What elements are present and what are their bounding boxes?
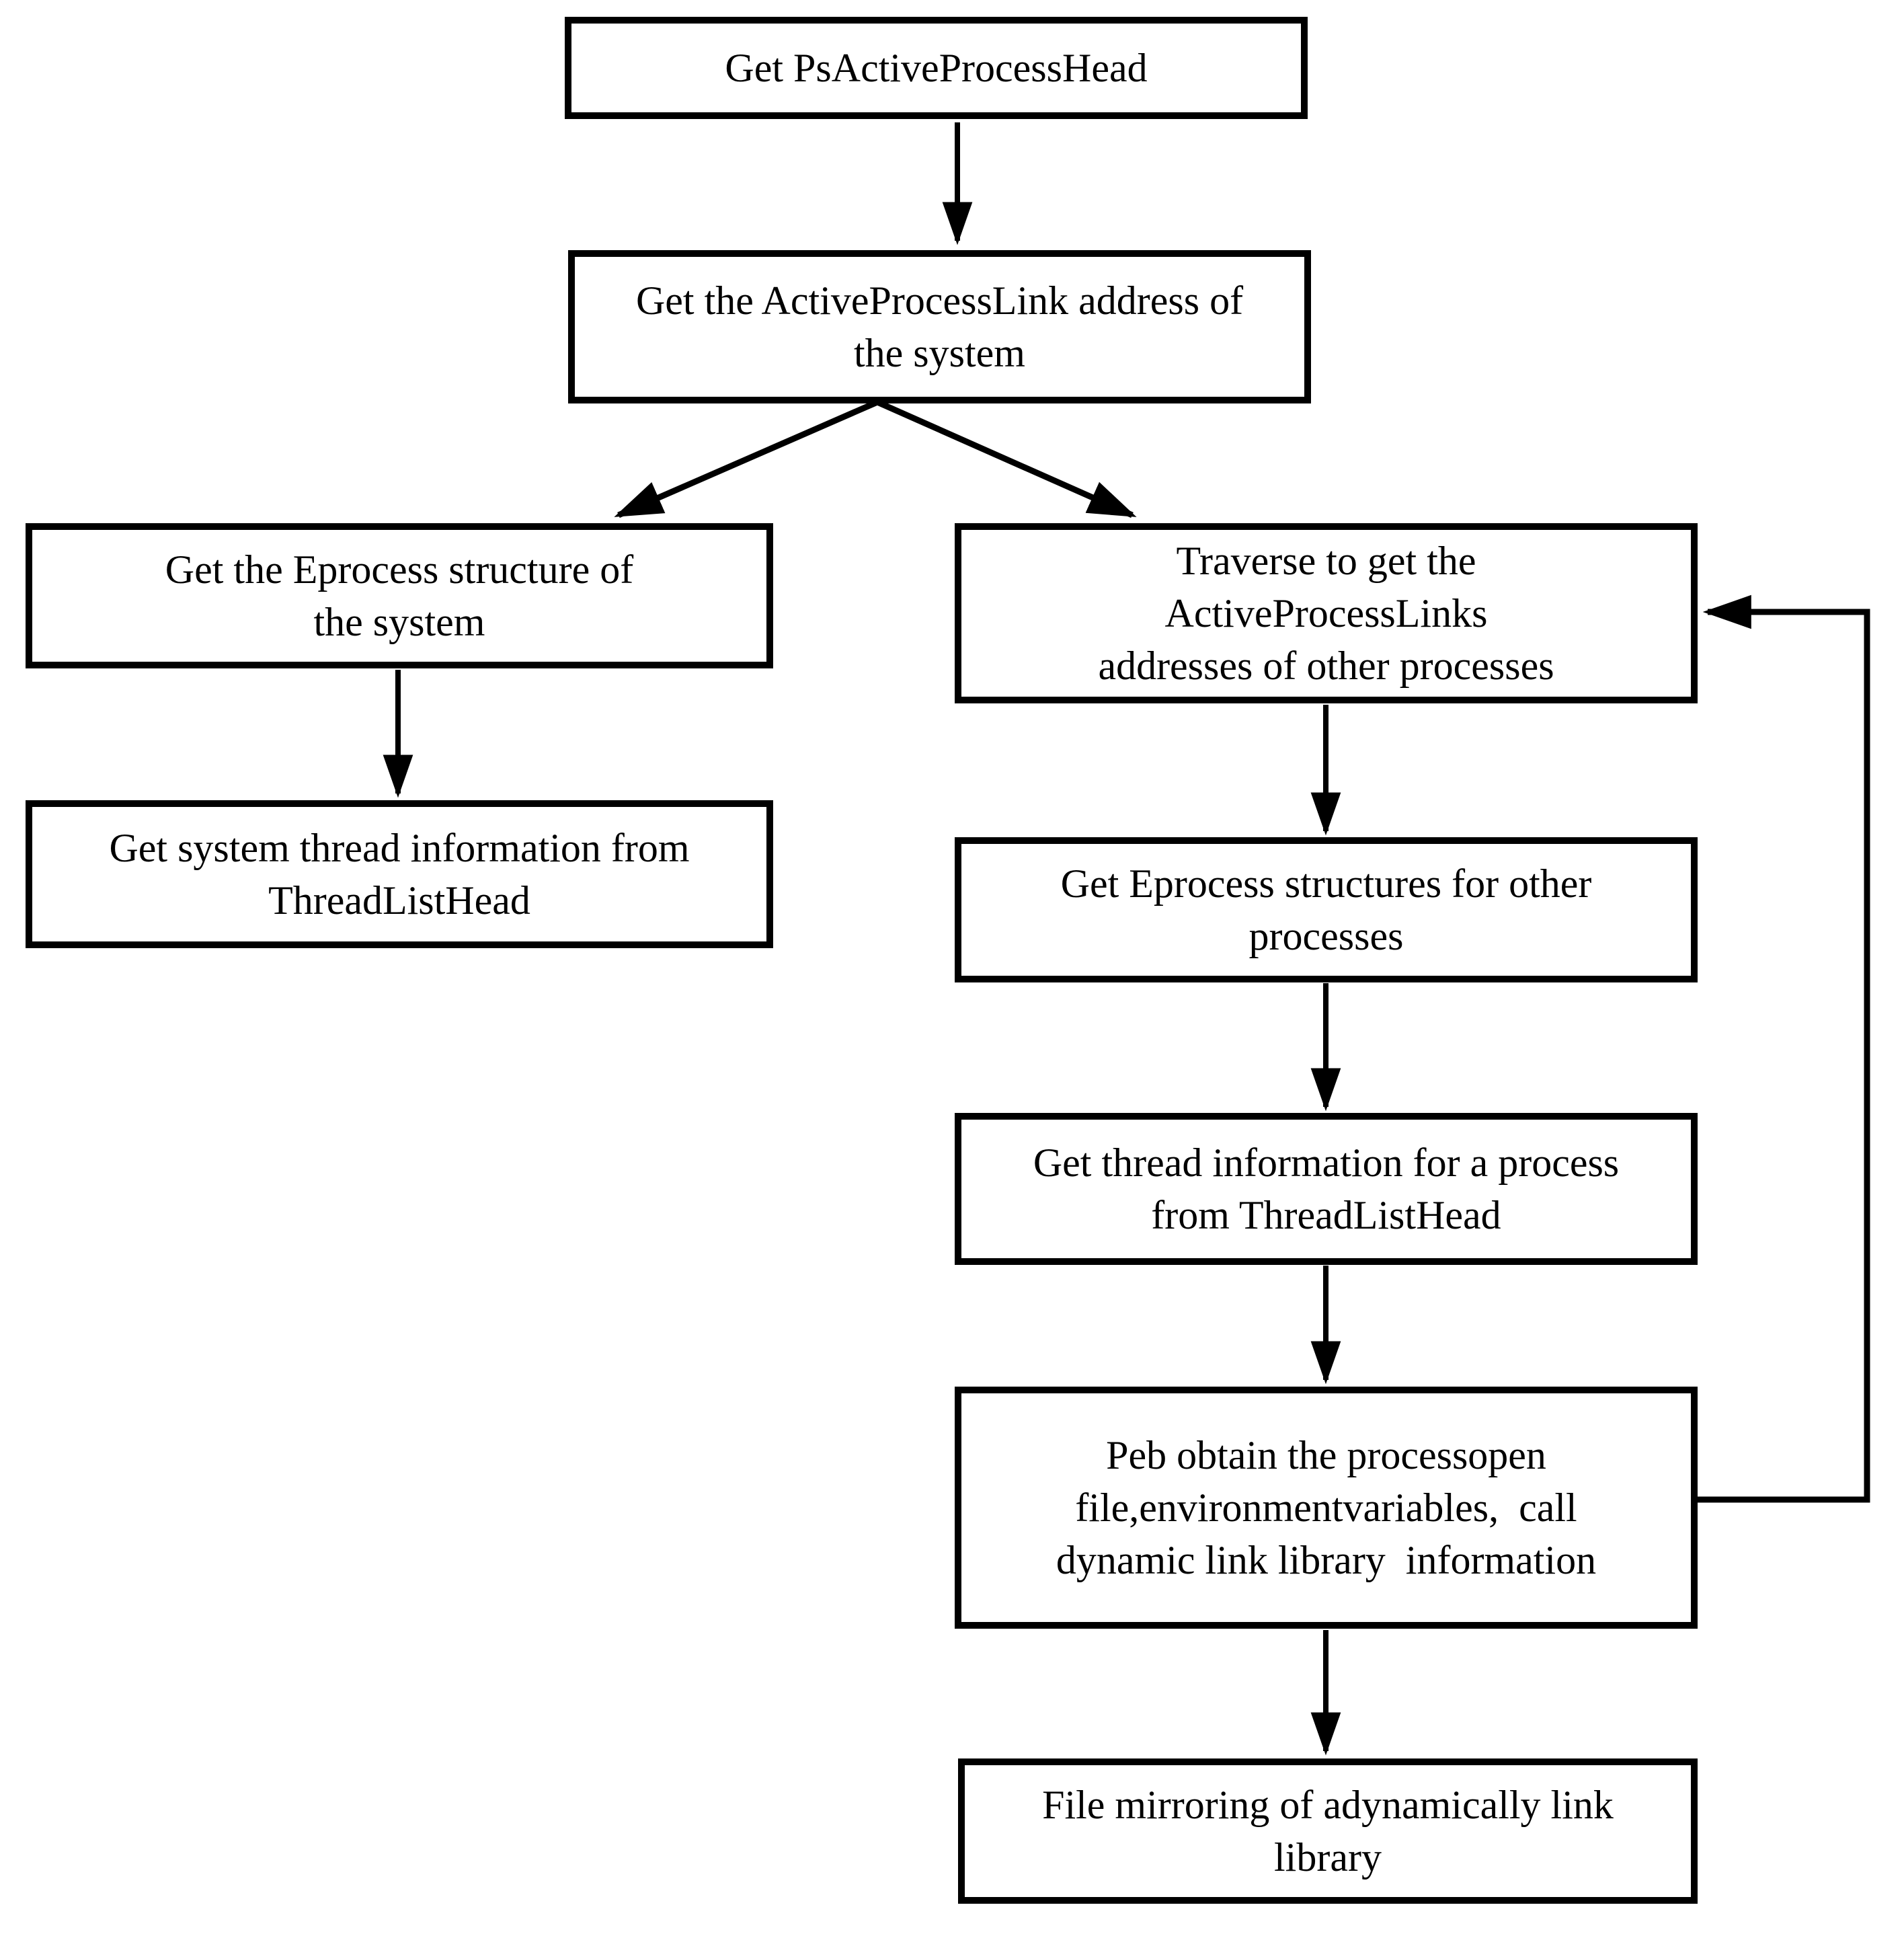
flow-box-eprocess-structure-system: Get the Eprocess structure of the system [26, 523, 773, 668]
arrow-loop-peb-to-traverse [1696, 594, 1870, 1503]
flow-box-text: the system [854, 331, 1025, 375]
flow-box-text: File mirroring of adynamically link [1042, 1783, 1614, 1827]
flow-box-text: Get system thread information from [109, 826, 690, 870]
flow-box-thread-info-for-process: Get thread information for a process fro… [955, 1113, 1698, 1265]
flow-box-system-thread-info: Get system thread information from Threa… [26, 800, 773, 948]
flow-box-traverse-activeprocesslinks: Traverse to get the ActiveProcessLinks a… [955, 523, 1698, 703]
flow-box-label: Get the ActiveProcessLink address of the… [636, 274, 1243, 379]
flow-box-text: addresses of other processes [1098, 644, 1554, 688]
flow-box-label: Get thread information for a process fro… [1033, 1136, 1619, 1241]
flow-box-text: library [1274, 1835, 1382, 1880]
flow-box-text: file,environmentvariables, call [1075, 1485, 1577, 1530]
flow-box-text: ActiveProcessLinks [1164, 591, 1488, 635]
flow-box-label: Get PsActiveProcessHead [725, 42, 1147, 94]
flow-box-text: Get the Eprocess structure of [165, 547, 634, 592]
flow-box-text: dynamic link library information [1056, 1538, 1597, 1582]
flow-box-text: ThreadListHead [268, 878, 530, 923]
flow-box-label: Get system thread information from Threa… [109, 822, 689, 927]
flow-box-peb-obtain: Peb obtain the processopen file,environm… [955, 1387, 1698, 1629]
flow-box-file-mirroring: File mirroring of adynamically link libr… [958, 1758, 1698, 1904]
flow-box-label: File mirroring of adynamically link libr… [1042, 1779, 1614, 1884]
flow-box-text: Get Eprocess structures for other [1060, 861, 1592, 906]
flow-box-text: Traverse to get the [1176, 539, 1476, 583]
flow-box-label: Traverse to get the ActiveProcessLinks a… [1098, 535, 1554, 692]
flow-box-text: the system [313, 600, 485, 644]
flow-box-text: from ThreadListHead [1151, 1193, 1501, 1237]
flow-box-label: Get the Eprocess structure of the system [165, 543, 633, 648]
flow-box-get-psactiveprocesshead: Get PsActiveProcessHead [565, 17, 1308, 119]
flow-box-text: Get thread information for a process [1033, 1140, 1620, 1185]
flow-box-text: processes [1248, 914, 1404, 958]
flow-box-eprocess-other-processes: Get Eprocess structures for other proces… [955, 837, 1698, 982]
arrow-split-right [876, 399, 1137, 518]
flow-box-text: Peb obtain the processopen [1106, 1433, 1546, 1477]
flow-box-label: Get Eprocess structures for other proces… [1061, 857, 1592, 962]
flow-box-label: Peb obtain the processopen file,environm… [1056, 1429, 1596, 1586]
flow-box-text: Get PsActiveProcessHead [725, 46, 1148, 90]
flow-box-text: Get the ActiveProcessLink address of [635, 278, 1244, 323]
arrow-split-left [614, 399, 879, 518]
flow-box-activeprocesslink-address: Get the ActiveProcessLink address of the… [568, 250, 1311, 403]
